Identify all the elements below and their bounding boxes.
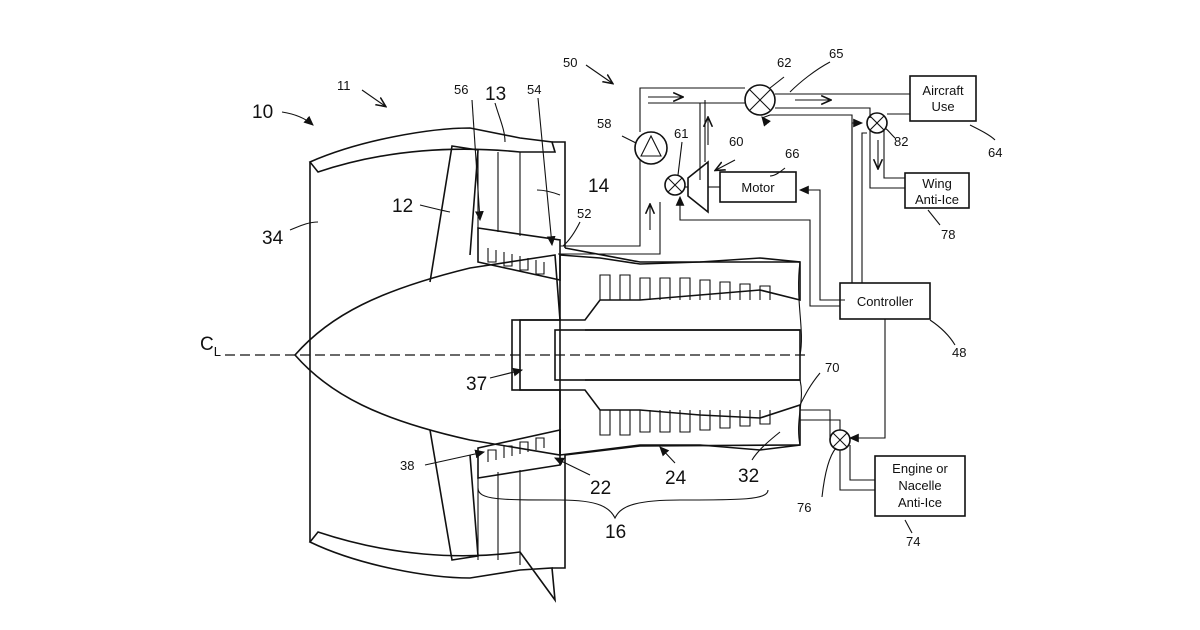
engine-nacelle-label-line2: Nacelle (898, 478, 941, 493)
ref-label-37: 37 (466, 374, 487, 395)
ref-label-82: 82 (894, 134, 908, 149)
fan-blade-lower (430, 430, 478, 560)
ref-label-32: 32 (738, 466, 759, 487)
controller-label: Controller (857, 294, 914, 309)
ref-label-24: 24 (665, 468, 687, 489)
ref-label-12: 12 (392, 196, 413, 217)
nacelle-lower-wall (310, 532, 555, 600)
ref-label-56: 56 (454, 82, 468, 97)
ref-label-22: 22 (590, 478, 611, 499)
ref-label-52: 52 (577, 206, 591, 221)
ref-label-62: 62 (777, 55, 791, 70)
ref-label-50: 50 (563, 55, 577, 70)
engine-cross-section (225, 128, 805, 600)
ref-label-60: 60 (729, 134, 743, 149)
ref-label-65: 65 (829, 46, 843, 61)
ref-label-74: 74 (906, 534, 920, 549)
ref-label-58: 58 (597, 116, 611, 131)
wing-anti-ice-label-line1: Wing (922, 176, 952, 191)
brace-16 (478, 488, 768, 518)
ref-label-13: 13 (485, 84, 506, 105)
engine-nacelle-label-line3: Anti-Ice (898, 495, 942, 510)
aircraft-use-label-line2: Use (931, 99, 954, 114)
ref-label-14: 14 (588, 176, 610, 197)
nacelle-upper-wall (310, 128, 555, 172)
ref-label-70: 70 (825, 360, 839, 375)
centerline-label-sub: L (214, 344, 221, 359)
engine-nacelle-label-line1: Engine or (892, 461, 948, 476)
ref-label-66: 66 (785, 146, 799, 161)
centerline-label: CL (200, 334, 221, 359)
compressor-60 (688, 162, 708, 212)
ref-label-78: 78 (941, 227, 955, 242)
fan-blade-upper (430, 146, 478, 282)
fan-exit-lower (478, 430, 560, 478)
motor-label: Motor (741, 180, 775, 195)
ref-label-38: 38 (400, 458, 414, 473)
ref-label-10: 10 (252, 102, 273, 123)
ref-label-34: 34 (262, 228, 284, 249)
bleed-system (558, 76, 976, 516)
wing-anti-ice-label-line2: Anti-Ice (915, 192, 959, 207)
aircraft-use-label-line1: Aircraft (922, 83, 964, 98)
ref-label-64: 64 (988, 145, 1002, 160)
ref-label-61: 61 (674, 126, 688, 141)
centerline-label-c: C (200, 334, 214, 355)
fan-exit-upper (478, 228, 560, 280)
ref-label-16: 16 (605, 522, 626, 543)
ref-label-11: 11 (337, 78, 351, 93)
ref-label-76: 76 (797, 500, 811, 515)
ref-label-48: 48 (952, 345, 966, 360)
ref-label-54: 54 (527, 82, 541, 97)
